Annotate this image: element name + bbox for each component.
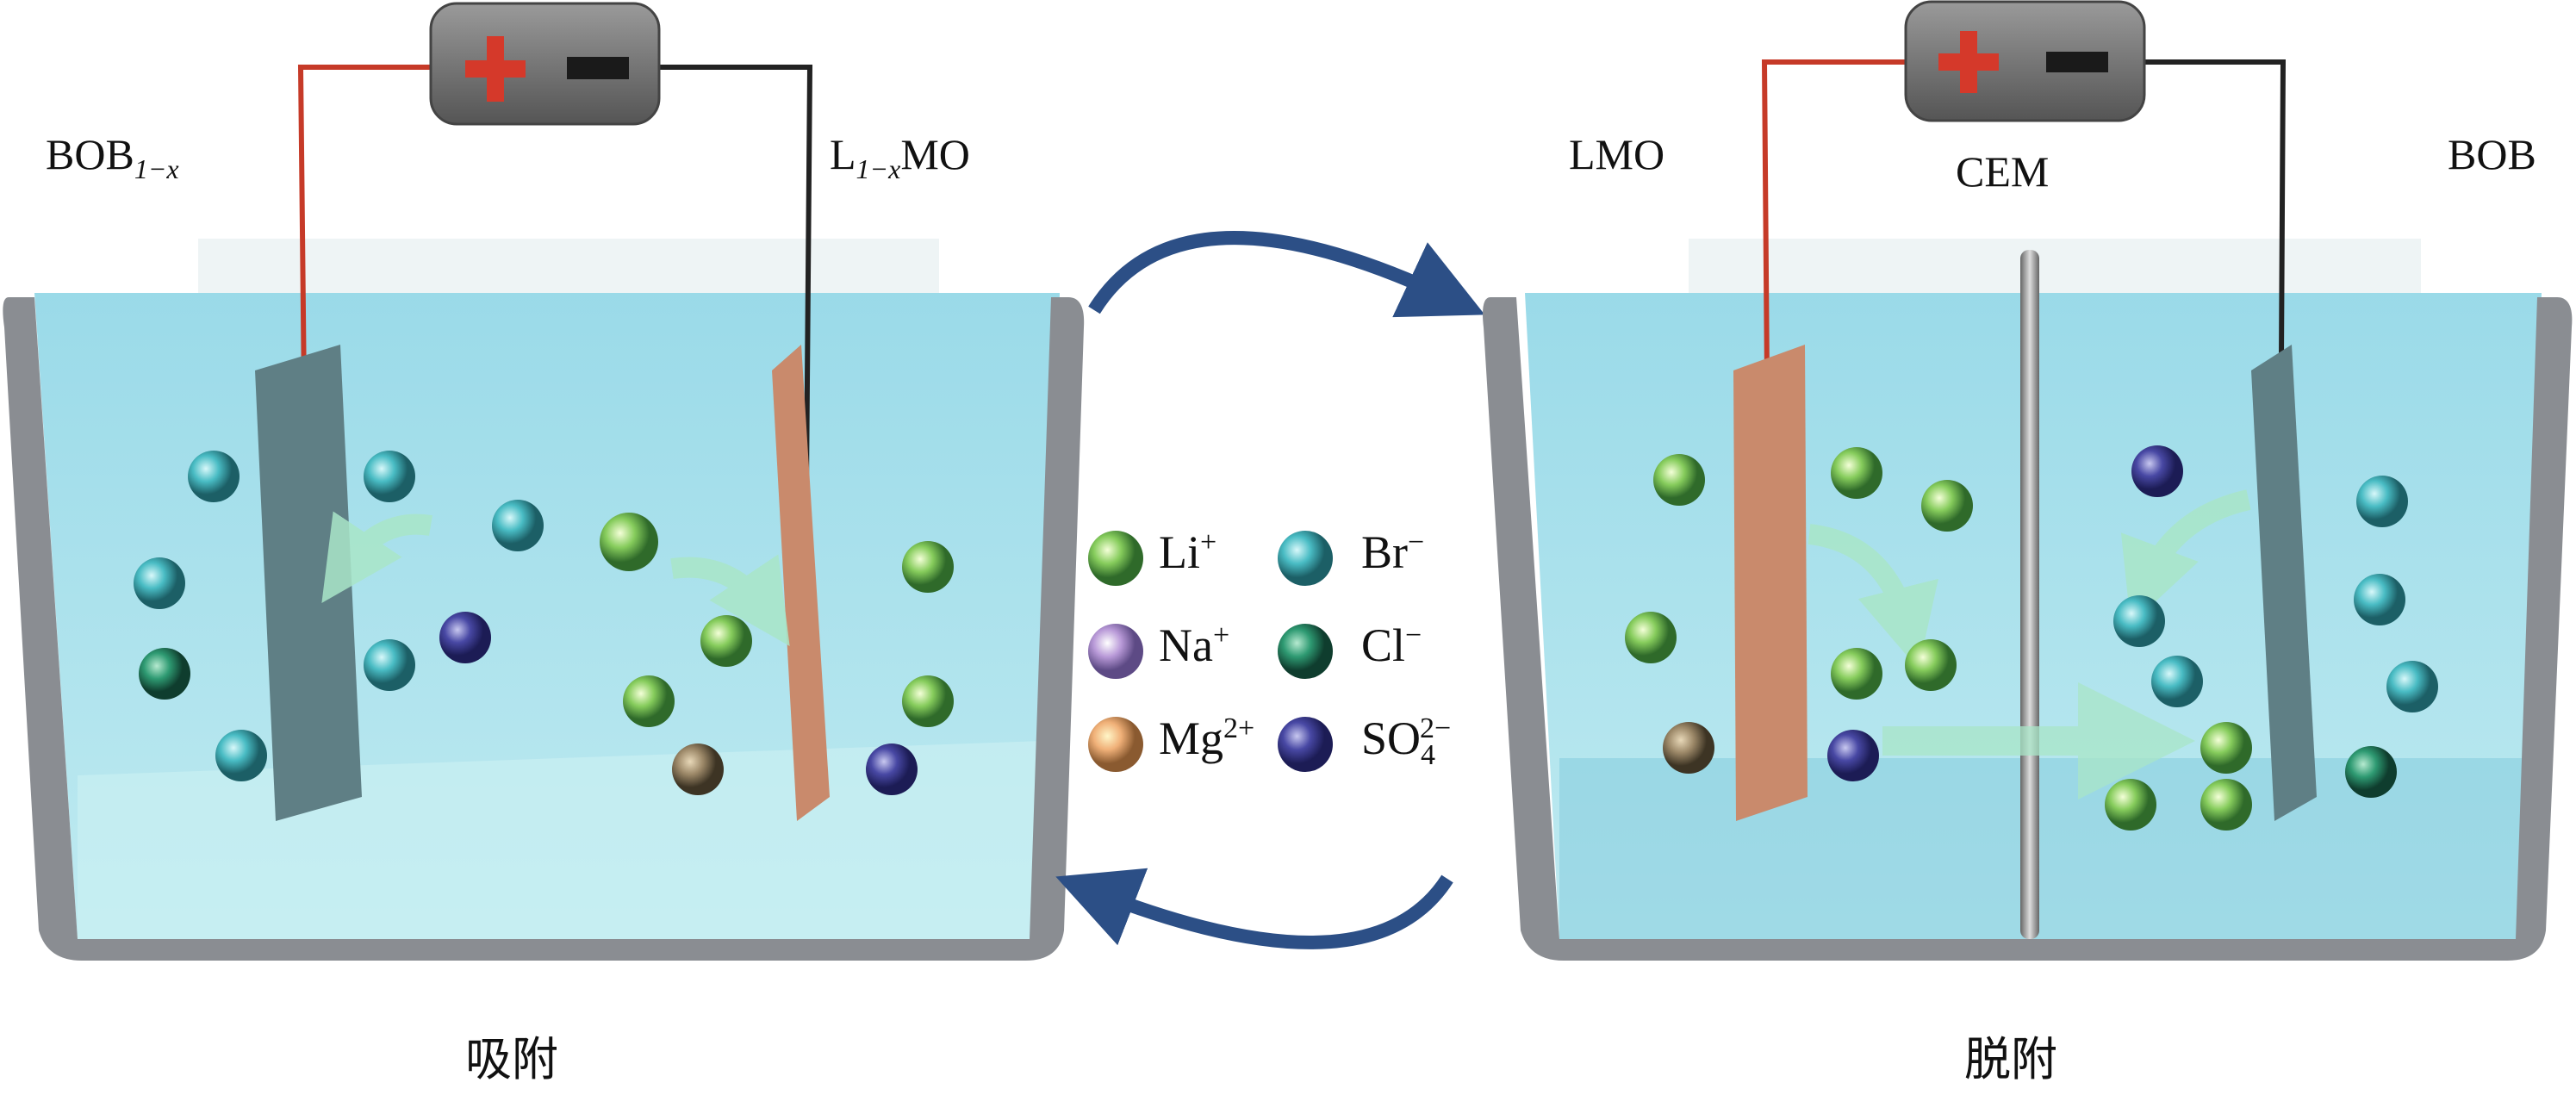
tank-back-wall [1689,239,2421,293]
legend-na: Na+ [1159,619,1230,671]
plus-icon [465,36,526,102]
ion-li [902,541,954,593]
ion-li [2200,722,2252,774]
legend-cl: Cl− [1361,619,1422,671]
ion-br [2151,656,2203,707]
ion-cl [139,648,190,700]
ion-so [2131,445,2183,497]
legend-markers [1088,531,1333,772]
cathode-label-left: L1−xMO [830,130,970,184]
lmo-electrode [1733,345,1808,821]
legend-li: Li+ [1159,526,1217,578]
ion-li [1831,447,1882,499]
ion-br [364,451,415,502]
ion-li [623,675,675,727]
ion-mg [1663,722,1714,774]
minus-icon [567,57,629,79]
ion-li [1905,639,1957,691]
ion-br [134,557,185,609]
legend-so4: SO42− [1361,712,1452,771]
ion-cl [2345,746,2397,798]
minus-icon [2046,52,2108,72]
legend-br-marker [1278,531,1333,586]
legend-na-marker [1088,624,1143,679]
ion-li [2200,779,2252,831]
tank-back-wall [198,239,939,293]
anode-label-left: BOB1−x [46,130,179,184]
ion-li [1653,454,1705,506]
anode-electrode [255,345,362,821]
legend-so4-marker [1278,717,1333,772]
migration-arrow [321,511,432,603]
migration-arrow [1808,524,1938,669]
cathode-electrode [772,345,830,821]
ion-br [2356,476,2408,527]
ion-li [1831,648,1882,700]
legend-cl-marker [1278,624,1333,679]
ion-li [902,675,954,727]
cem-label: CEM [1956,147,2050,196]
cycle-arrow-top[interactable] [1088,231,1485,318]
migration-arrow [670,554,790,646]
ion-br [215,730,267,781]
ion-br [2113,595,2165,647]
ion-br [2354,574,2405,625]
lmo-label: LMO [1569,130,1665,178]
caption-adsorption: 吸附 [465,1032,558,1086]
ion-li [2105,779,2156,831]
ion-li [1921,480,1973,532]
adsorption-cell [3,2,1085,961]
ion-br [364,639,415,691]
ion-so [1827,730,1879,781]
ion-li [700,615,752,667]
legend-mg: Mg2+ [1159,712,1255,764]
cycle-arrow-bottom[interactable] [1055,868,1453,949]
bob-label: BOB [2448,130,2536,178]
cation-exchange-membrane [2020,250,2039,939]
ion-so [439,612,491,663]
caption-desorption: 脱附 [1964,1032,2057,1086]
plus-icon [1938,31,1999,93]
ion-so [866,743,918,795]
legend-li-marker [1088,531,1143,586]
ion-li [600,513,658,571]
ion-br [188,451,240,502]
legend-mg-marker [1088,717,1143,772]
bob-electrode [2251,345,2317,821]
ion-br [492,500,544,551]
ion-li [1625,612,1677,663]
migration-arrow [2120,489,2251,625]
ion-mg [672,743,724,795]
legend-br: Br− [1361,526,1425,578]
desorption-cell [1483,0,2573,961]
ion-br [2386,661,2438,712]
